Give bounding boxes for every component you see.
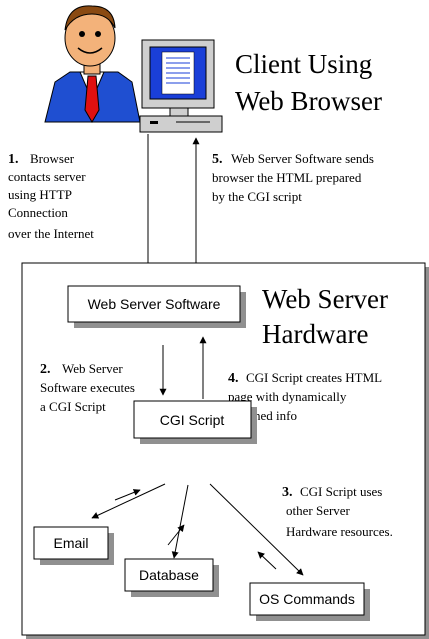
cgi-script-box: [133, 400, 252, 439]
svg-text:CGI Script uses: CGI Script uses: [300, 484, 382, 499]
svg-text:Web Server: Web Server: [62, 361, 123, 376]
arrow-cgi-to-database: [171, 484, 189, 559]
svg-text:using HTTP: using HTTP: [8, 187, 72, 202]
svg-text:by the CGI script: by the CGI script: [212, 189, 302, 204]
client-title-line2: Web Browser: [235, 86, 382, 116]
svg-text:Connection: Connection: [8, 205, 68, 220]
database-label: Database: [139, 567, 199, 583]
svg-text:Hardware resources.: Hardware resources.: [286, 524, 393, 539]
client-title-line1: Client Using: [235, 49, 372, 79]
server-title-line2: Hardware: [262, 319, 368, 349]
web-server-software-box: [67, 285, 241, 323]
svg-text:1.: 1.: [8, 152, 19, 167]
arrow-database-to-cgi: [167, 524, 185, 546]
svg-text:Software executes: Software executes: [40, 380, 135, 395]
email-box: [33, 526, 109, 560]
arrow-email-to-cgi: [114, 489, 141, 501]
svg-text:5.: 5.: [212, 152, 223, 167]
web-server-software-label: Web Server Software: [88, 296, 221, 312]
svg-text:other Server: other Server: [286, 503, 351, 518]
svg-text:3.: 3.: [282, 485, 293, 500]
arrow-cgi-to-os-commands: [209, 483, 304, 576]
step-3-label: 3. CGI Script uses other Server Hardware…: [282, 484, 393, 539]
server-title-line1: Web Server: [262, 284, 388, 314]
arrow-os-commands-to-cgi: [257, 551, 277, 570]
person-illustration: [44, 5, 141, 123]
arrow-cgi-to-email: [91, 483, 166, 519]
svg-text:2.: 2.: [40, 362, 51, 377]
svg-text:browser the HTML prepared: browser the HTML prepared: [212, 170, 362, 185]
step-4-label: 4. CGI Script creates HTML page with dyn…: [228, 370, 382, 423]
svg-text:Web Server Software sends: Web Server Software sends: [231, 151, 374, 166]
computer-illustration: [139, 39, 223, 133]
svg-text:Browser: Browser: [30, 151, 75, 166]
step-5-label: 5. Web Server Software sends browser the…: [212, 151, 374, 204]
svg-text:page with dynamically: page with dynamically: [228, 389, 347, 404]
step-1-label: 1. Browser contacts server using HTTP Co…: [8, 151, 94, 241]
svg-text:CGI Script creates HTML: CGI Script creates HTML: [246, 370, 382, 385]
svg-text:a CGI Script: a CGI Script: [40, 399, 106, 414]
svg-text:contacts server: contacts server: [8, 169, 86, 184]
email-label: Email: [53, 535, 88, 551]
database-box: [124, 558, 214, 592]
cgi-script-label: CGI Script: [160, 412, 225, 428]
os-commands-box: [249, 582, 365, 616]
step-2-label: 2. Web Server Software executes a CGI Sc…: [40, 361, 135, 414]
svg-text:4.: 4.: [228, 371, 239, 386]
os-commands-label: OS Commands: [259, 591, 355, 607]
svg-text:over the Internet: over the Internet: [8, 226, 94, 241]
